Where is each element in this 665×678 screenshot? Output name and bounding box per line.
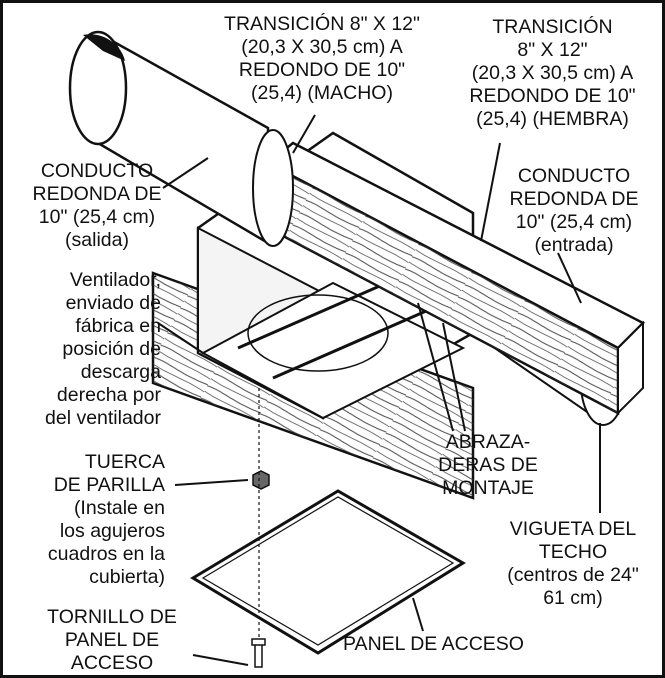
grille-nut-icon xyxy=(252,470,270,490)
label-access-panel-screw: TORNILLO DE PANEL DE ACCESO xyxy=(47,606,177,674)
access-panel xyxy=(190,489,466,655)
label-mounting-brackets: ABRAZA- DERAS DE MONTAJE xyxy=(438,431,538,499)
label-grille-nut: TUERCA DE PARILLA (Instale en los agujer… xyxy=(47,451,165,588)
fan-installation-illustration xyxy=(68,30,646,668)
label-fan-note: Ventilador, enviado de fábrica en posici… xyxy=(45,269,161,429)
label-ceiling-joist: VIGUETA DEL TECHO (centros de 24" 61 cm) xyxy=(507,518,639,609)
label-access-panel: PANEL DE ACCESO xyxy=(343,633,524,655)
duct-outlet xyxy=(68,30,294,247)
label-transition-female: TRANSICIÓN 8" X 12" (20,3 X 30,5 cm) A R… xyxy=(469,16,636,130)
access-panel-screw-icon xyxy=(251,638,266,668)
label-duct-outlet: CONDUCTO REDONDA DE 10" (25,4 cm) (salid… xyxy=(32,160,162,251)
label-duct-inlet: CONDUCTO REDONDA DE 10" (25,4 cm) (entra… xyxy=(509,165,639,256)
label-transition-male: TRANSICIÓN 8" X 12" (20,3 X 30,5 cm) A R… xyxy=(224,13,420,104)
leader-lines xyxy=(157,114,601,666)
